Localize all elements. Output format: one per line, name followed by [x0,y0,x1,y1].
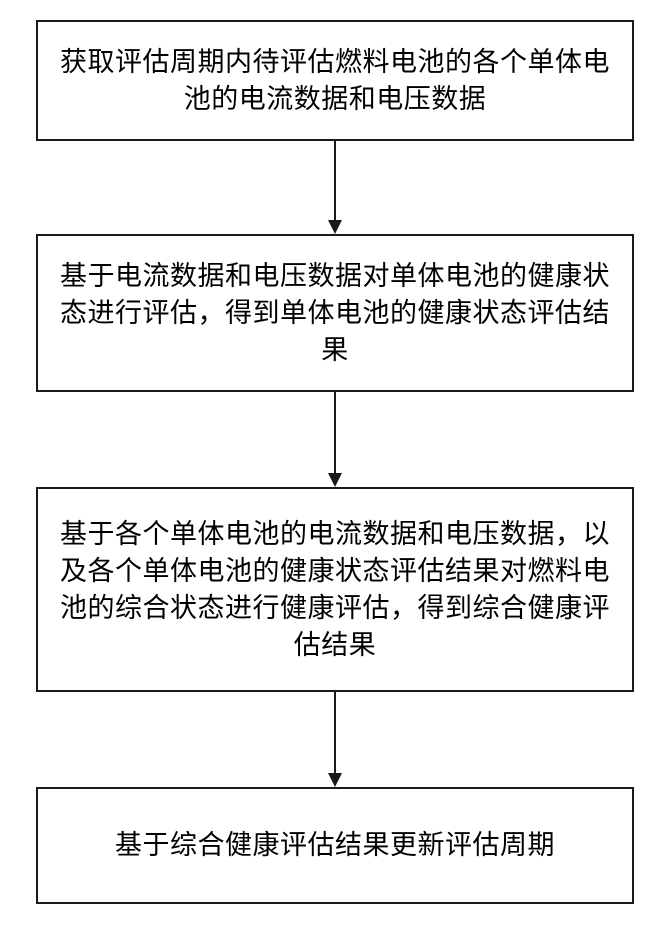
arrow-step3-to-step4 [328,692,342,787]
arrow-step1-to-step2 [328,141,342,234]
arrow-step2-to-step3 [328,392,342,487]
